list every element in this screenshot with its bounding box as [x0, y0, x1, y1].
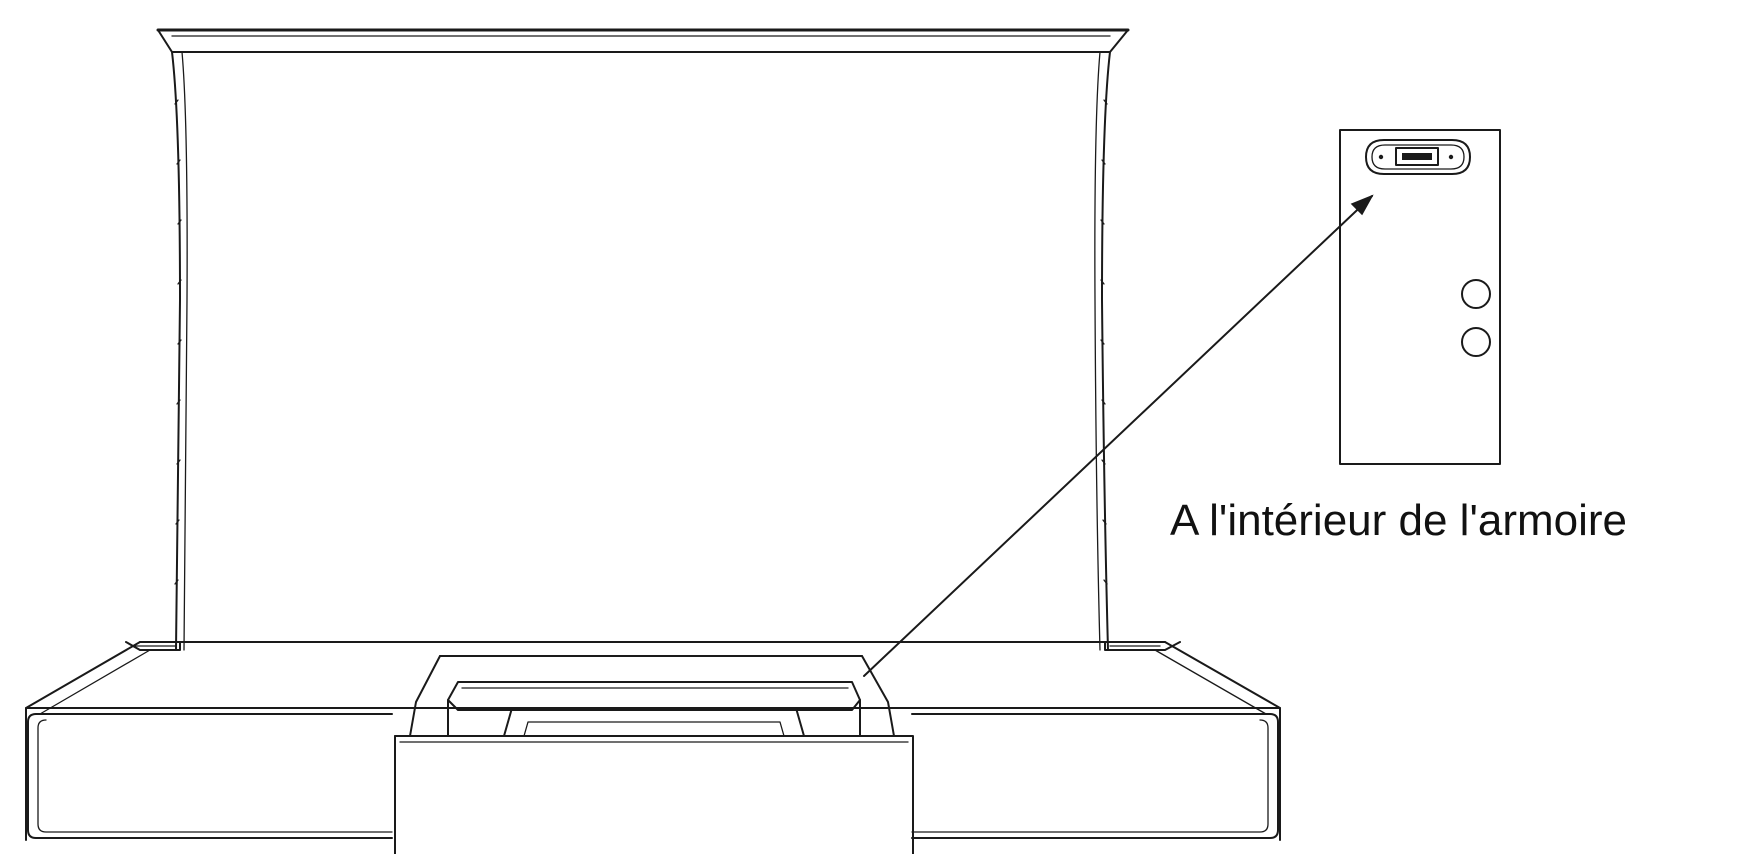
- round-button-icon: [1461, 327, 1491, 357]
- arrow-icon: [863, 194, 1374, 677]
- inset-caption: A l'intérieur de l'armoire: [1170, 496, 1627, 545]
- usb-port-icon: [1365, 139, 1471, 175]
- projection-screen: [156, 28, 1130, 651]
- round-button-icon: [1461, 279, 1491, 309]
- cabinet-base: [25, 641, 1281, 854]
- control-panel-inset: [1339, 129, 1501, 465]
